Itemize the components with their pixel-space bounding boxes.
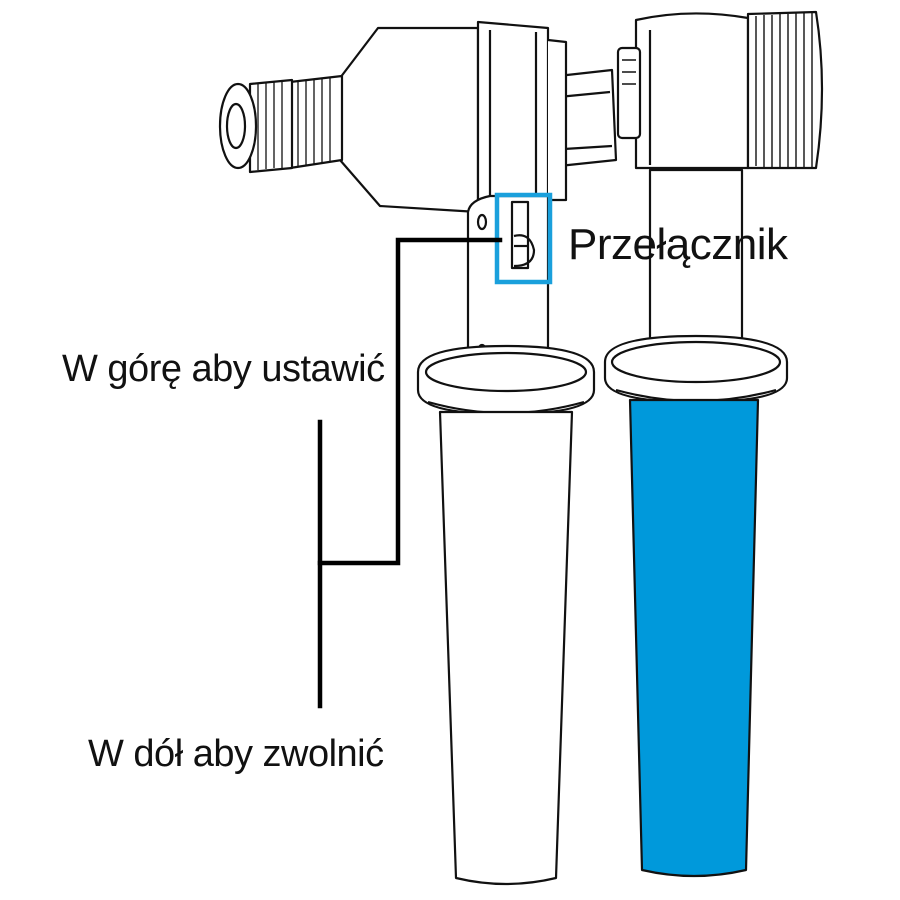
right-filter-collar [603, 334, 789, 404]
switch-leader-line [317, 237, 503, 566]
right-filter-housing [616, 10, 824, 347]
switch-icon [510, 200, 536, 270]
knurled-knob-icon [746, 10, 824, 170]
knurled-knob-icon [218, 74, 344, 174]
left-filter-housing [338, 20, 568, 214]
leader-lines [317, 237, 503, 709]
up-to-set-label: W górę aby ustawić [62, 348, 385, 390]
down-to-release-label: W dół aby zwolnić [88, 733, 384, 775]
left-filter-arm [466, 194, 550, 361]
white-filter-cartridge [438, 410, 574, 886]
switch-label: Przełącznik [568, 220, 788, 269]
blue-filter-cartridge [628, 398, 760, 878]
left-filter-collar [416, 344, 596, 416]
